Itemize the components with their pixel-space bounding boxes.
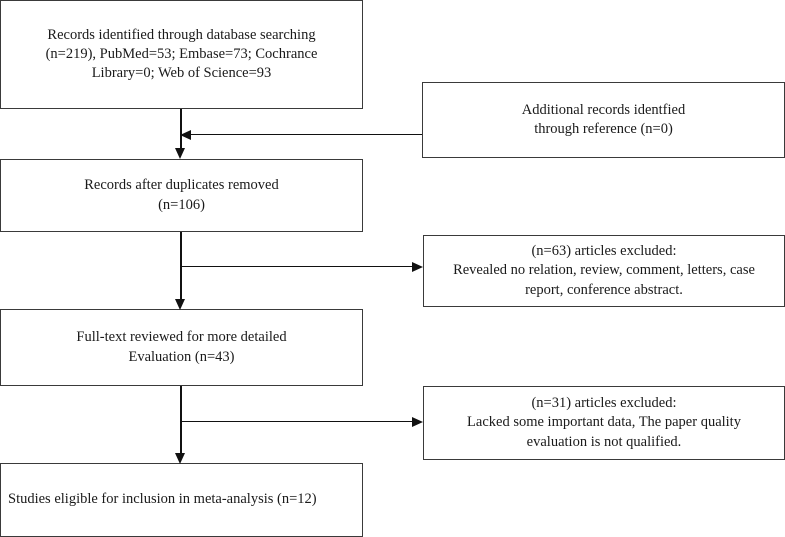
node-excluded-63-articles-text: (n=63) articles excluded: Revealed no re…	[453, 243, 755, 298]
node-records-identified-text: Records identified through database sear…	[45, 26, 318, 82]
arrowhead-down-to-studies-eligible	[175, 453, 185, 464]
node-duplicates-removed-text: Records after duplicates removed (n=106)	[84, 177, 279, 213]
node-studies-eligible: Studies eligible for inclusion in meta-a…	[0, 463, 363, 537]
arrowhead-down-to-duplicates-removed	[175, 148, 185, 159]
node-additional-records: Additional records identfied through ref…	[422, 82, 785, 158]
node-fulltext-reviewed-text: Full-text reviewed for more detailed Eva…	[76, 329, 287, 365]
node-studies-eligible-text: Studies eligible for inclusion in meta-a…	[8, 491, 317, 508]
connector-additional-records-line	[191, 134, 422, 136]
node-fulltext-reviewed: Full-text reviewed for more detailed Eva…	[0, 309, 363, 386]
connector-fulltext-to-eligible-line	[180, 386, 182, 453]
arrowhead-right-into-excluded-31	[412, 416, 423, 427]
arrowhead-down-to-fulltext-reviewed	[175, 299, 185, 310]
connector-duplicates-to-fulltext-line	[180, 232, 182, 299]
node-duplicates-removed: Records after duplicates removed (n=106)	[0, 159, 363, 232]
connector-to-excluded-31-line	[181, 421, 412, 423]
connector-identified-to-duplicates-line	[180, 109, 182, 148]
arrowhead-left-into-main-flow	[180, 129, 191, 140]
node-excluded-31-articles: (n=31) articles excluded: Lacked some im…	[423, 386, 785, 460]
connector-to-excluded-63-line	[181, 266, 412, 268]
arrowhead-right-into-excluded-63	[412, 261, 423, 272]
node-records-identified: Records identified through database sear…	[0, 0, 363, 109]
node-additional-records-text: Additional records identfied through ref…	[521, 101, 686, 137]
node-excluded-63-articles: (n=63) articles excluded: Revealed no re…	[423, 235, 785, 307]
node-excluded-31-articles-text: (n=31) articles excluded: Lacked some im…	[467, 395, 741, 450]
